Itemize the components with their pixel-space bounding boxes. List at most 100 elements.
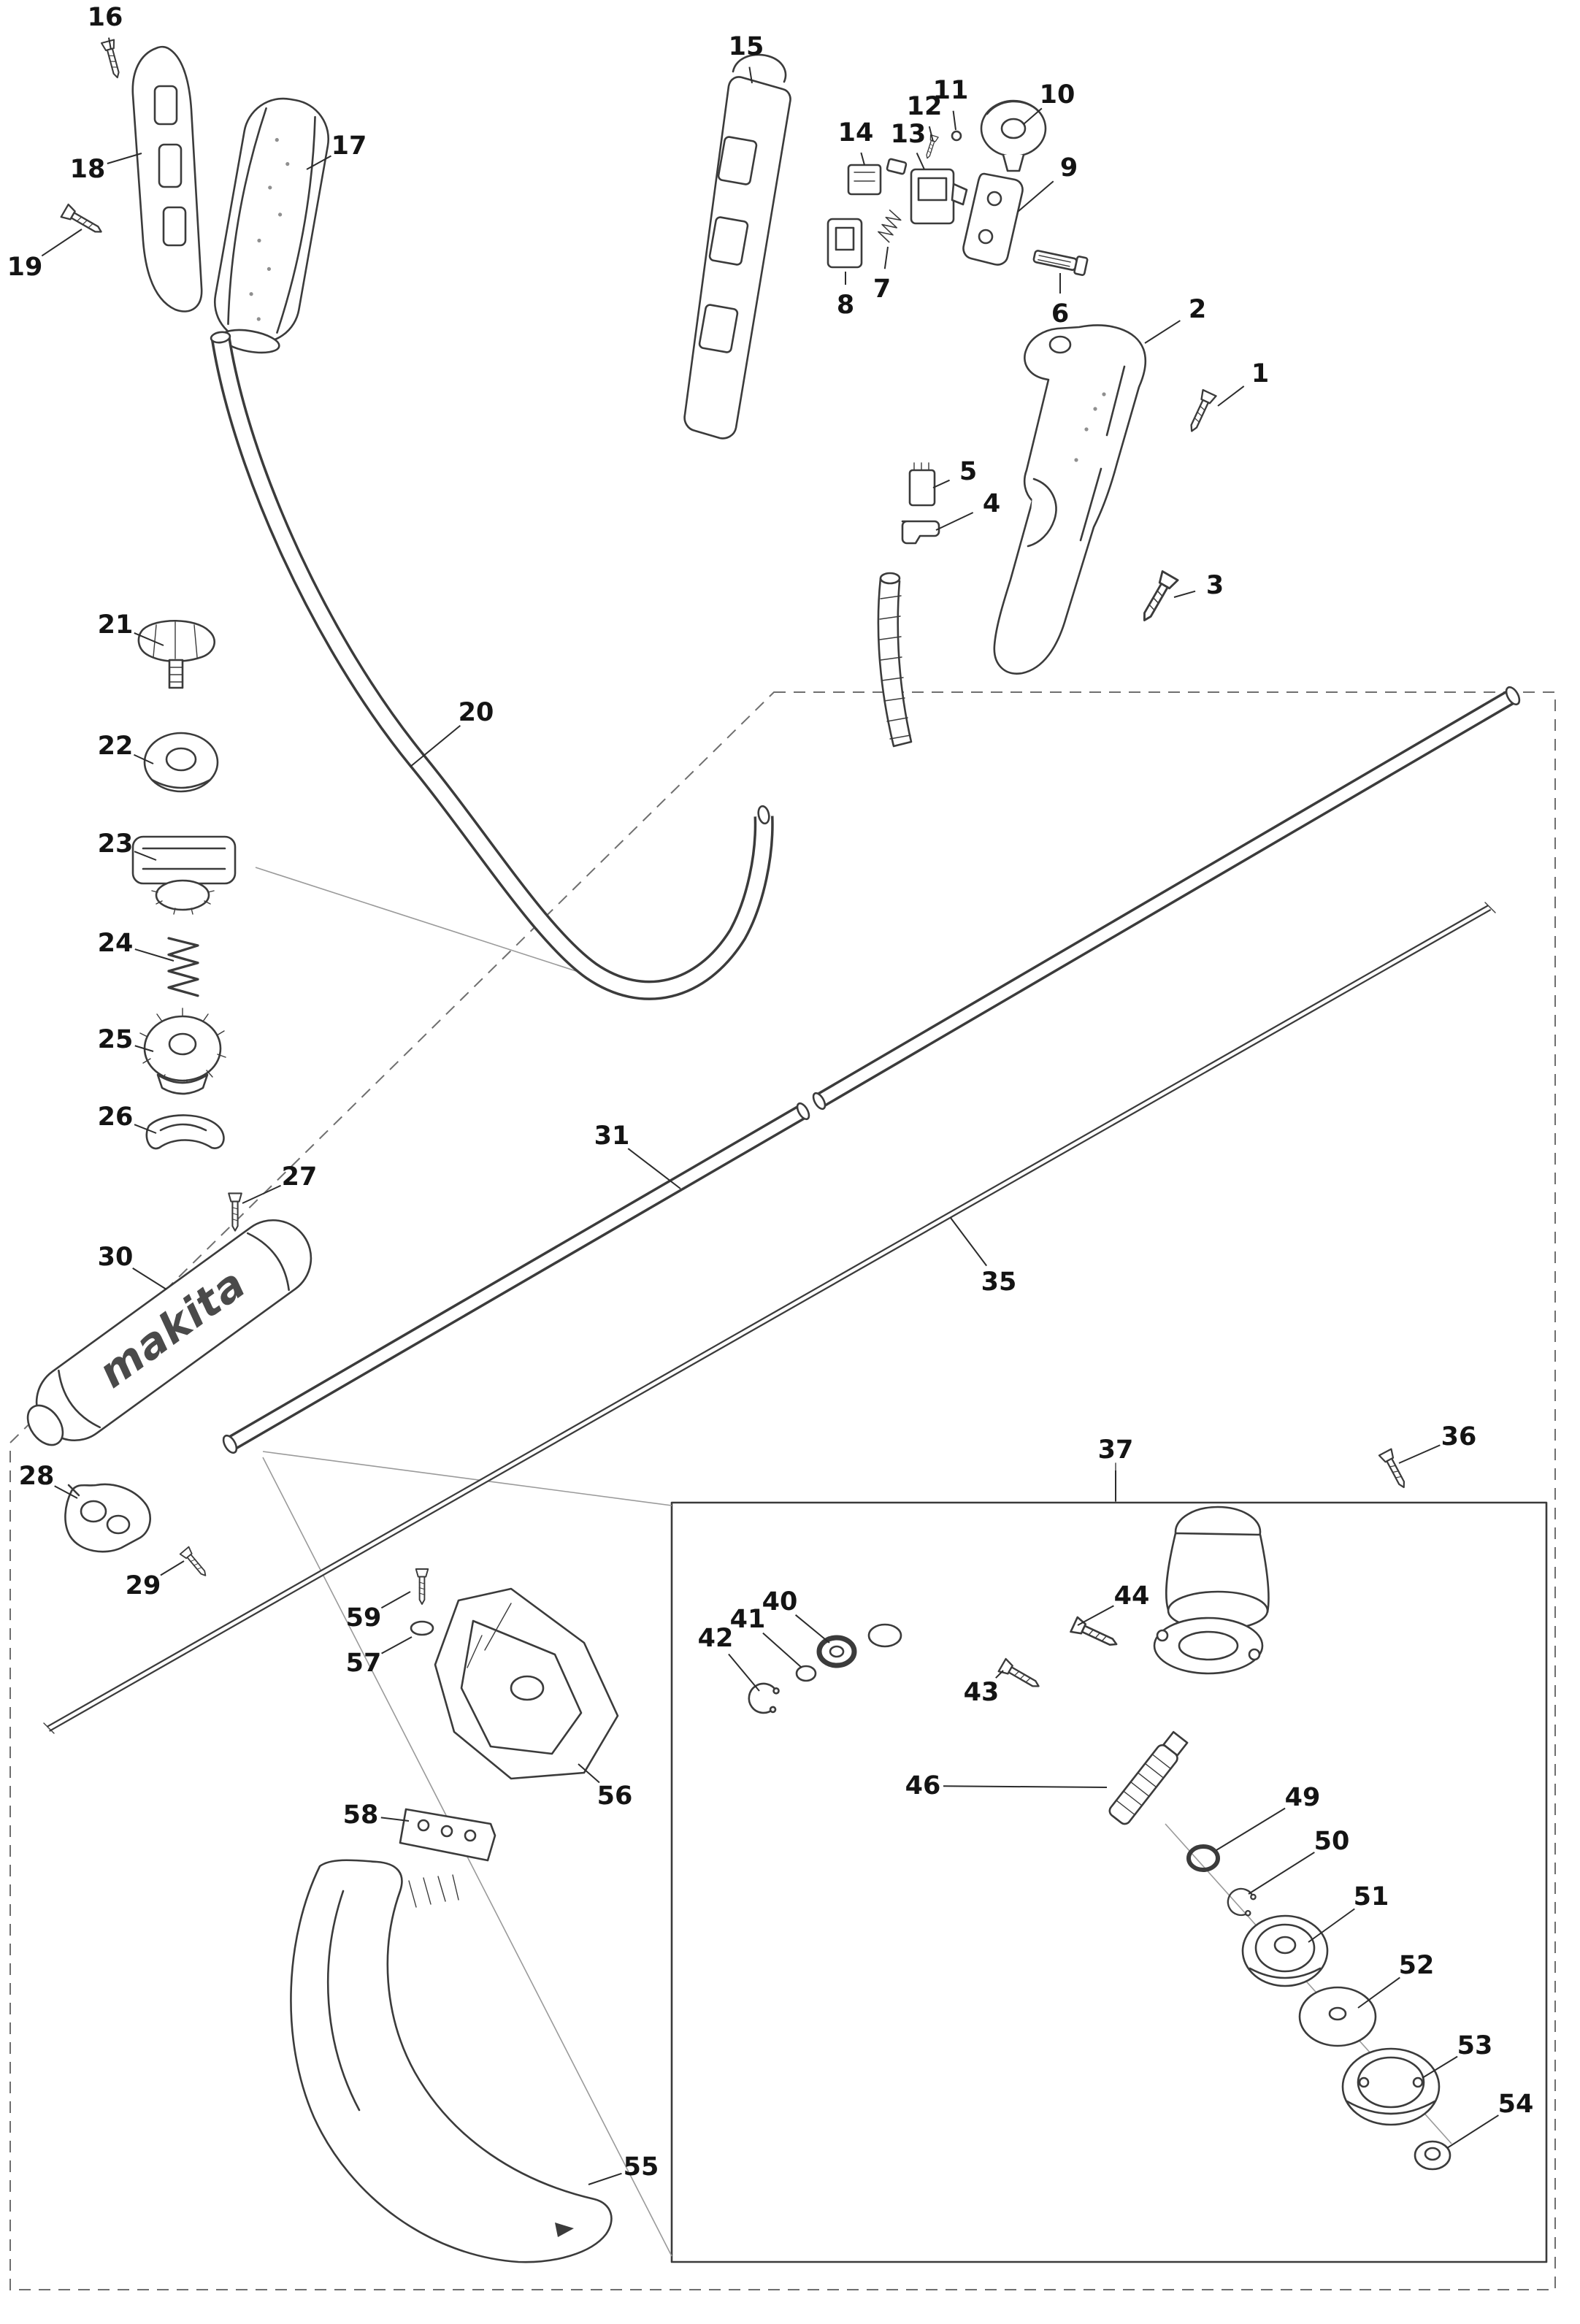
part-25-knob	[139, 1008, 226, 1095]
leader-line	[1308, 1908, 1355, 1943]
leader-line	[108, 37, 112, 50]
part-42-circlip	[745, 1680, 781, 1717]
part-label: 9	[1060, 153, 1078, 183]
part-label: 56	[597, 1782, 633, 1811]
part-label: 53	[1457, 2031, 1493, 2060]
leader-line	[916, 153, 925, 170]
part-label: 51	[1354, 1882, 1389, 1911]
part-17-grip	[213, 97, 330, 354]
part-24-spring	[167, 937, 199, 997]
part-10-cap	[980, 99, 1047, 172]
leader-line	[762, 1632, 802, 1668]
part-27-screw	[228, 1192, 242, 1232]
part-label: 28	[19, 1462, 55, 1491]
part-14-switch-block	[847, 158, 908, 196]
part-2-rear-handle	[993, 324, 1147, 675]
part-label: 14	[838, 118, 874, 147]
part-28-hanger-clamp	[64, 1483, 151, 1553]
leader-line	[54, 1485, 78, 1499]
part-43-bolt	[997, 1657, 1043, 1694]
expansion-line-top	[262, 1451, 672, 1506]
assembly-line-handlebar	[255, 867, 599, 979]
leader-line	[381, 1636, 413, 1654]
part-label: 25	[98, 1025, 134, 1054]
leader-line	[132, 1268, 167, 1290]
leader-line	[883, 246, 889, 269]
part-label: 22	[98, 732, 134, 761]
part-7-spring	[875, 210, 903, 243]
part-label: 8	[837, 291, 854, 320]
part-19-screw	[60, 203, 106, 239]
part-label: 37	[1098, 1435, 1134, 1465]
part-label: 46	[905, 1771, 941, 1800]
part-29-screw	[179, 1546, 211, 1580]
tube-end	[26, 1404, 64, 1446]
part-21-wing-knob	[137, 619, 216, 689]
part-label: 59	[346, 1603, 382, 1633]
part-label: 7	[873, 275, 891, 304]
leader-line	[134, 632, 164, 646]
part-3-screw	[1135, 570, 1179, 626]
part-label: 4	[983, 489, 1000, 518]
part-8-switch	[827, 218, 863, 269]
leader-line	[1023, 107, 1043, 125]
leader-line	[627, 1148, 681, 1189]
part-label: 29	[126, 1571, 161, 1600]
leader-line	[410, 725, 461, 767]
part-label: 31	[594, 1121, 630, 1151]
part-label: 43	[964, 1678, 1000, 1707]
dashed-frame	[9, 691, 1556, 2290]
leader-line	[134, 851, 157, 861]
part-5-block	[908, 462, 936, 507]
part-label: 2	[1189, 295, 1206, 324]
part-label: 12	[907, 92, 943, 121]
leader-line	[728, 1653, 760, 1692]
leader-line	[1422, 2055, 1458, 2079]
leader-line	[1144, 320, 1181, 344]
part-50-circlip	[1223, 1884, 1258, 1920]
leader-line	[794, 1614, 830, 1644]
leader-line	[748, 66, 753, 84]
part-label: 1	[1251, 359, 1269, 388]
leader-line	[1077, 1605, 1114, 1626]
part-44-bolt	[1070, 1616, 1121, 1653]
grip-texture-dots	[249, 137, 290, 321]
part-label: 23	[98, 829, 134, 859]
part-label: 44	[1114, 1581, 1150, 1611]
part-54-knob	[1414, 2140, 1451, 2171]
leader-line	[1216, 1807, 1286, 1851]
leader-line	[935, 512, 974, 531]
part-36-screw	[1378, 1448, 1411, 1492]
part-41-ring	[795, 1665, 817, 1682]
part-18-handle-shell	[131, 45, 203, 312]
part-label: 27	[282, 1162, 318, 1192]
part-label: 40	[762, 1587, 798, 1617]
part-label: 16	[88, 3, 123, 32]
leader-line	[928, 126, 934, 142]
leader-line	[1248, 1852, 1315, 1895]
leader-line	[134, 948, 175, 962]
part-label: 17	[331, 131, 367, 161]
part-label: 13	[891, 120, 927, 149]
part-label: 19	[7, 253, 43, 282]
leader-line	[1446, 2114, 1499, 2149]
leader-line	[1017, 180, 1054, 212]
part-label: 21	[98, 610, 134, 640]
leader-line	[932, 479, 950, 488]
leader-line	[160, 1560, 185, 1576]
part-35-inner-shaft	[43, 902, 1496, 1734]
part-49-washer	[1186, 1844, 1220, 1872]
leader-line	[380, 1591, 411, 1609]
part-11-pin	[951, 130, 962, 142]
coupler	[867, 1623, 902, 1648]
part-label: 42	[698, 1624, 734, 1653]
part-57-ring	[410, 1620, 434, 1636]
leader-line	[943, 1785, 1108, 1788]
part-label: 52	[1399, 1951, 1435, 1980]
part-label: 49	[1285, 1783, 1321, 1812]
leader-line	[995, 1670, 1004, 1679]
part-53-spool-housing	[1341, 2047, 1441, 2126]
part-23-bracket	[131, 835, 237, 915]
